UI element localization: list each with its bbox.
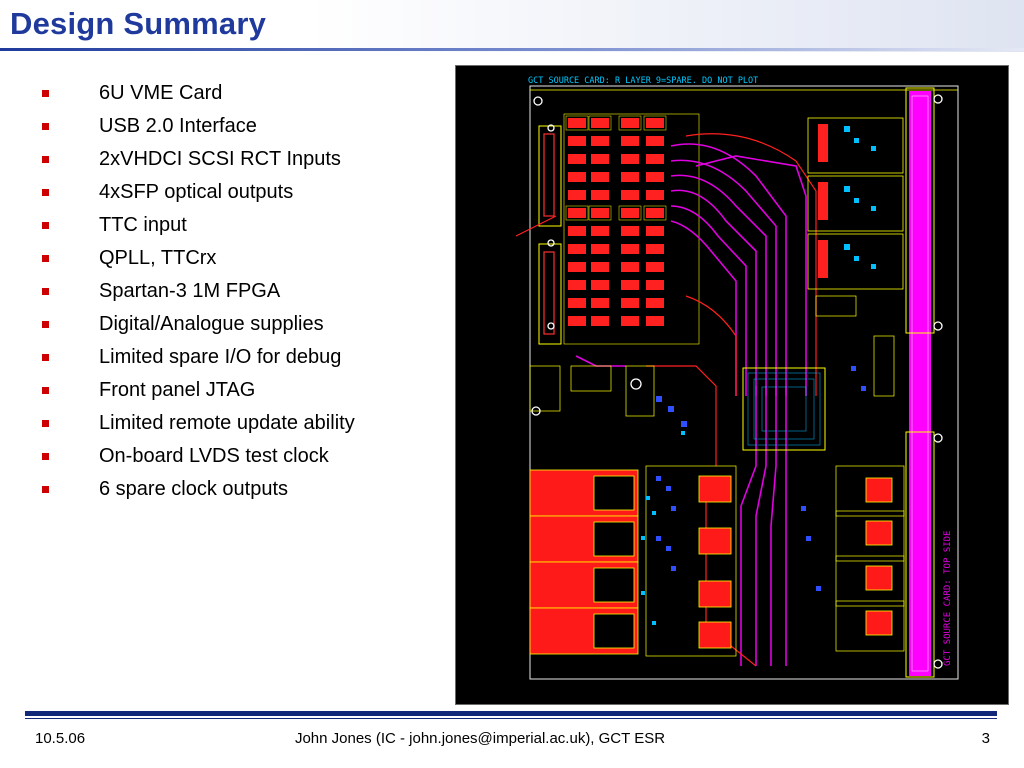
bullet-item: Limited spare I/O for debug — [38, 342, 355, 375]
pcb-side-text: GCT SOURCE CARD: TOP SIDE — [943, 531, 953, 666]
bullet-marker-icon — [42, 123, 49, 130]
footer-date: 10.5.06 — [35, 730, 86, 747]
bullet-text: Front panel JTAG — [99, 379, 256, 401]
bullet-item: Limited remote update ability — [38, 408, 355, 441]
vme-backplane-connector — [909, 91, 931, 676]
slide-title: Design Summary — [10, 6, 267, 41]
bullet-marker-icon — [42, 222, 49, 229]
bullet-item: 6 spare clock outputs — [38, 474, 355, 507]
bullet-marker-icon — [42, 354, 49, 361]
sfp-cages — [529, 469, 639, 655]
bullet-marker-icon — [42, 189, 49, 196]
bullet-marker-icon — [42, 321, 49, 328]
bullet-item: 6U VME Card — [38, 78, 355, 111]
routing-traces — [575, 143, 807, 666]
bullet-text: Digital/Analogue supplies — [99, 313, 324, 335]
bullet-item: USB 2.0 Interface — [38, 111, 355, 144]
bullet-text: QPLL, TTCrx — [99, 247, 217, 269]
mounting-holes — [531, 94, 943, 669]
bullet-item: QPLL, TTCrx — [38, 243, 355, 276]
pcb-layout-image: GCT SOURCE CARD: R LAYER 9=SPARE. DO NOT… — [455, 65, 1009, 705]
bullet-marker-icon — [42, 453, 49, 460]
bullet-text: On-board LVDS test clock — [99, 445, 329, 467]
bullet-marker-icon — [42, 156, 49, 163]
bullet-item: Digital/Analogue supplies — [38, 309, 355, 342]
bullet-item: TTC input — [38, 210, 355, 243]
footer-author: John Jones (IC - john.jones@imperial.ac.… — [294, 730, 666, 747]
bullet-text: Limited spare I/O for debug — [99, 346, 342, 368]
bullet-marker-icon — [42, 420, 49, 427]
bullet-item: Spartan-3 1M FPGA — [38, 276, 355, 309]
fpga-footprint — [742, 367, 826, 451]
bullet-item: 2xVHDCI SCSI RCT Inputs — [38, 144, 355, 177]
bullet-text: Limited remote update ability — [99, 412, 355, 434]
bullet-item: 4xSFP optical outputs — [38, 177, 355, 210]
scsi-connector-bottom — [538, 243, 562, 345]
bullet-text: TTC input — [99, 214, 187, 236]
bullet-text: 6U VME Card — [99, 82, 223, 104]
footer-rule-thick — [25, 711, 997, 716]
bullet-text: 4xSFP optical outputs — [99, 181, 294, 203]
bullet-marker-icon — [42, 288, 49, 295]
title-bar: Design Summary — [0, 0, 1024, 52]
title-underline — [0, 48, 1024, 51]
bullet-list: 6U VME Card USB 2.0 Interface 2xVHDCI SC… — [38, 78, 355, 507]
bullet-text: 2xVHDCI SCSI RCT Inputs — [99, 148, 341, 170]
pcb-layout-svg: GCT SOURCE CARD: R LAYER 9=SPARE. DO NOT… — [515, 76, 959, 680]
bullet-text: USB 2.0 Interface — [99, 115, 257, 137]
footer-page-number: 3 — [981, 730, 990, 747]
bullet-marker-icon — [42, 486, 49, 493]
bullet-marker-icon — [42, 387, 49, 394]
scsi-connector-top — [538, 125, 562, 227]
bullet-marker-icon — [42, 255, 49, 262]
bullet-text: 6 spare clock outputs — [99, 478, 288, 500]
footer-rule-thin — [25, 718, 997, 719]
pcb-header-text: GCT SOURCE CARD: R LAYER 9=SPARE. DO NOT… — [528, 76, 758, 86]
bullet-text: Spartan-3 1M FPGA — [99, 280, 281, 302]
component-grid — [563, 113, 700, 345]
bullet-marker-icon — [42, 90, 49, 97]
bullet-item: Front panel JTAG — [38, 375, 355, 408]
bullet-item: On-board LVDS test clock — [38, 441, 355, 474]
